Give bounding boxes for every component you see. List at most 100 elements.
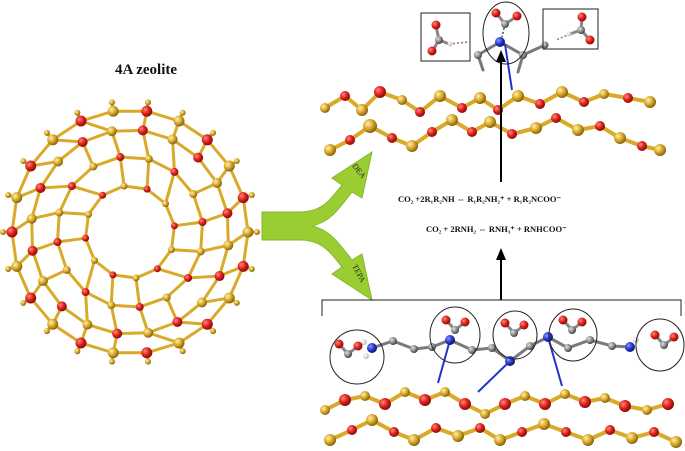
oxygen-atom [662,398,674,410]
oxygen-atom [335,340,344,349]
oxygen-atom [459,398,471,410]
oxygen-atom [347,425,357,435]
oxygen-atom [28,246,38,256]
co2-box-right [543,9,598,49]
oxygen-atom [202,319,213,330]
oxygen-atom [184,274,192,282]
silicon-atom [212,178,222,188]
oxygen-atom [467,127,477,137]
oxygen-atom [154,265,161,272]
silicon-atom [180,110,186,116]
oxygen-atom [25,292,36,303]
silicon-atom [626,432,638,444]
silicon-atom [168,134,178,144]
oxygen-atom [57,301,67,311]
silicon-atom [480,409,490,419]
silicon-atom [143,328,153,338]
oxygen-atom [141,347,152,358]
silicon-atom [108,106,119,117]
silicon-atom [600,393,610,403]
oxygen-atom [389,427,399,437]
bracket-line [322,300,681,316]
silicon-atom [452,430,464,442]
oxygen-atom [53,238,61,246]
silicon-atom [20,158,26,164]
silicon-atom [74,348,80,354]
silicon-atom [356,104,368,116]
oxygen-atom [379,398,391,410]
oxygen-atom [144,186,151,193]
oxygen-atom [82,235,89,242]
oxygen-atom [579,396,591,408]
oxygen-atom [539,398,551,410]
silicon-atom [180,348,186,354]
silicon-atom [145,359,151,365]
oxygen-atom [170,168,178,176]
oxygen-atom [99,192,106,199]
silicon-atom [38,276,48,286]
oxygen-atom [340,91,350,101]
silicon-atom [582,434,594,446]
oxygen-atom [222,208,232,218]
silicon-atom [538,418,550,430]
silicon-atom [145,99,151,105]
oxygen-atom [651,331,660,340]
silicon-atom [5,266,11,272]
oxygen-atom [551,113,561,123]
silicon-atom [400,387,410,397]
silicon-atom [109,99,115,105]
silicon-atom [234,300,240,306]
oxygen-atom [75,116,86,127]
silicon-atom [324,434,336,446]
silicon-atom [224,161,235,172]
co2-circle [430,307,480,363]
oxygen-atom [507,129,517,139]
silicon-atom [121,183,128,190]
oxygen-atom [535,99,545,109]
silicon-atom [20,300,26,306]
silicon-atom [530,122,542,134]
silicon-atom [324,144,336,156]
silicon-atom [89,163,97,171]
silicon-atom [408,434,420,446]
silicon-atom [174,116,185,127]
dea-zeolite-surface [320,86,666,156]
oxygen-atom [431,423,441,433]
oxygen-atom [461,318,470,327]
oxygen-atom [78,137,88,147]
silicon-atom [642,405,652,415]
silicon-atom [145,155,153,163]
green-forked-arrow [262,152,372,300]
oxygen-atom [457,103,467,113]
oxygen-atom [238,192,249,203]
silicon-atom [27,214,37,224]
oxygen-atom [559,316,568,325]
oxygen-atom [578,318,587,327]
oxygen-atom [619,400,631,412]
silicon-atom [74,110,80,116]
carbon-atom [510,329,518,337]
oxygen-atom [136,303,144,311]
carbon-atom [660,341,668,349]
silicon-atom [11,261,22,272]
silicon-atom [254,229,260,235]
silicon-atom [82,320,92,330]
silicon-atom [168,246,175,253]
oxygen-atom [199,218,207,226]
zeolite-title: 4A zeolite [66,62,226,79]
silicon-atom [132,274,139,281]
silicon-atom [320,405,330,415]
silicon-atom [320,103,330,113]
oxygen-atom [193,153,203,163]
silicon-atom [484,116,496,128]
silicon-atom [520,391,530,401]
oxygen-atom [35,183,45,193]
oxygen-atom [215,271,225,281]
oxygen-atom [82,288,90,296]
silicon-atom [108,347,119,358]
oxygen-atom [649,427,659,437]
oxygen-atom [68,182,76,190]
silicon-atom [556,86,568,98]
oxygen-atom [7,227,18,238]
silicon-atom [446,114,458,126]
